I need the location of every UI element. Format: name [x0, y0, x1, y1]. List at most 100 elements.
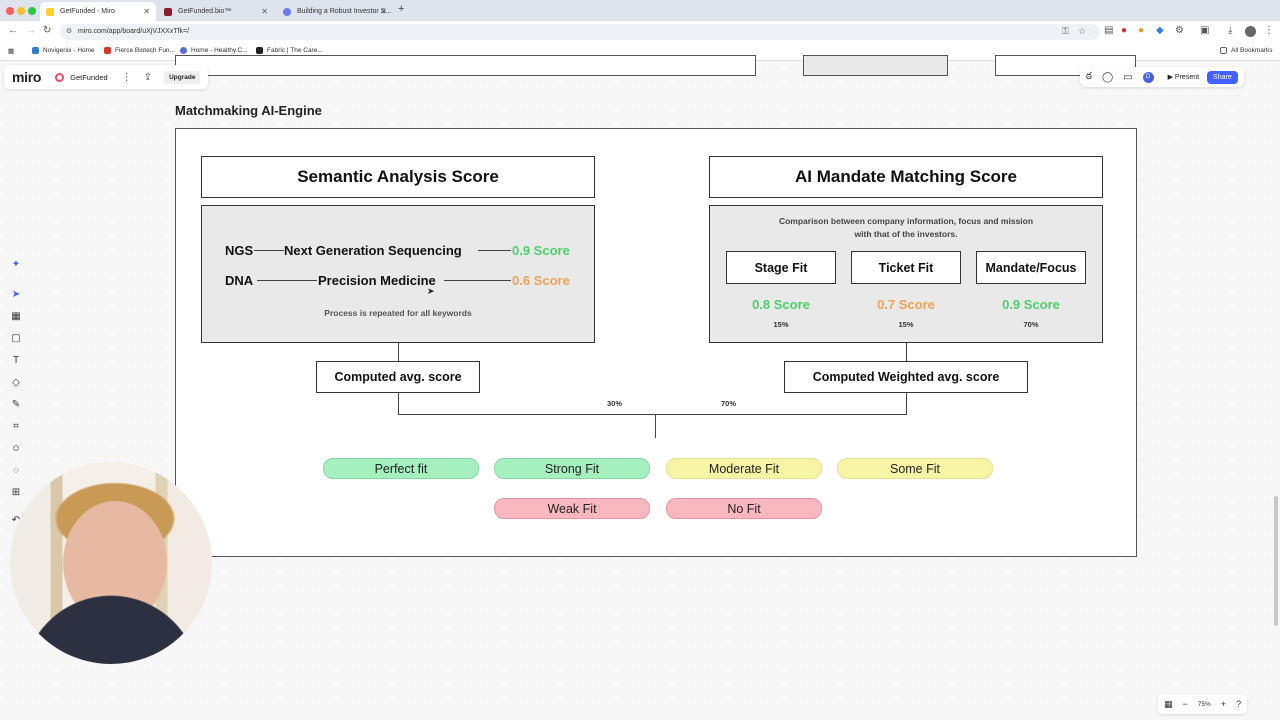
browser-tab-miro[interactable]: GetFunded - Miro ✕	[40, 2, 156, 21]
extension-blue-icon[interactable]: ◆	[1156, 25, 1164, 36]
moderate-fit-pill[interactable]: Moderate Fit	[666, 458, 822, 479]
computed-weighted-avg-box[interactable]: Computed Weighted avg. score	[784, 361, 1028, 393]
connector-line	[398, 414, 907, 415]
minimize-window-icon[interactable]	[17, 7, 25, 15]
pen-icon[interactable]: ✎	[11, 399, 21, 410]
browser-tab-getfunded[interactable]: GetFunded.bio™ ✕	[158, 2, 274, 21]
back-icon[interactable]: ←	[8, 25, 18, 36]
share-button[interactable]: Share	[1207, 70, 1238, 84]
zoom-out-icon[interactable]: −	[1182, 699, 1188, 709]
bookmark-fabric[interactable]: Fabric | The Care...	[256, 47, 323, 54]
all-bookmarks[interactable]: All Bookmarks	[1220, 47, 1273, 54]
extension-red-icon[interactable]: ●	[1121, 25, 1128, 36]
new-tab-icon[interactable]: +	[398, 3, 405, 15]
bookmark-healthy[interactable]: Home - Healthy.C...	[180, 47, 248, 54]
download-icon[interactable]: ⤓	[1228, 25, 1233, 36]
miro-top-bar: miro GetFunded ⋮ ⇪ Upgrade	[4, 65, 209, 89]
semantic-analysis-header[interactable]: Semantic Analysis Score	[201, 156, 595, 198]
partial-box[interactable]	[803, 55, 948, 76]
select-cursor-icon[interactable]: ➤	[11, 289, 21, 300]
weak-fit-pill[interactable]: Weak Fit	[494, 498, 650, 519]
connector-line	[906, 393, 907, 415]
miro-favicon-icon	[46, 7, 54, 16]
vertical-scrollbar[interactable]	[1274, 496, 1278, 626]
zoom-level[interactable]: 75%	[1197, 700, 1211, 708]
present-button[interactable]: ▶ Present	[1167, 74, 1200, 81]
close-tab-icon[interactable]: ✕	[380, 7, 387, 16]
profile-avatar-icon[interactable]	[1245, 26, 1256, 37]
tab-title: GetFunded - Miro	[60, 8, 115, 15]
semantic-detail-box[interactable]	[201, 205, 595, 343]
ticket-fit-box[interactable]: Ticket Fit	[851, 251, 961, 284]
export-icon[interactable]: ⇪	[143, 71, 153, 83]
help-icon[interactable]: ?	[1236, 699, 1242, 709]
fit-weight: 70%	[1023, 320, 1039, 329]
undo-icon[interactable]: ↶	[11, 515, 21, 526]
some-fit-pill[interactable]: Some Fit	[837, 458, 993, 479]
reactions-icon[interactable]: ఠ	[1086, 71, 1092, 82]
url-input[interactable]: ⚙ miro.com/app/board/uXjVJXXxTfk=/ ⚿ ☆	[60, 24, 1100, 40]
sticky-note-icon[interactable]: ▢	[11, 333, 21, 344]
bookmark-fierce-biotech[interactable]: Fierce Biotech Fun...	[104, 47, 175, 54]
templates-icon[interactable]: ▦	[11, 311, 21, 322]
perfect-fit-pill[interactable]: Perfect fit	[323, 458, 479, 479]
close-tab-icon[interactable]: ✕	[143, 7, 150, 16]
board-overview-icon[interactable]: ▦	[1164, 698, 1173, 709]
close-tab-icon[interactable]: ✕	[261, 7, 268, 16]
comments-icon[interactable]: ◯	[1101, 71, 1114, 83]
side-panel-icon[interactable]: ▣	[1200, 25, 1210, 36]
shapes-icon[interactable]: ◇	[12, 377, 20, 388]
close-window-icon[interactable]	[6, 7, 14, 15]
comment-icon[interactable]: ◌	[13, 465, 19, 476]
upgrade-button[interactable]: Upgrade	[164, 70, 201, 84]
fit-label: Mandate/Focus	[985, 260, 1077, 275]
bookmark-star-icon[interactable]: ☆	[1078, 26, 1087, 36]
stage-fit-box[interactable]: Stage Fit	[726, 251, 836, 284]
pill-label: Strong Fit	[544, 461, 600, 476]
user-avatar[interactable]: D	[1142, 71, 1154, 83]
apps-grid-icon[interactable]: ▦	[8, 48, 15, 55]
add-more-icon[interactable]: ⊞	[11, 487, 21, 498]
partial-frame[interactable]	[175, 55, 756, 76]
text-icon[interactable]: T	[12, 355, 20, 366]
strong-fit-pill[interactable]: Strong Fit	[494, 458, 650, 479]
computed-avg-score-box[interactable]: Computed avg. score	[316, 361, 480, 393]
mandate-focus-box[interactable]: Mandate/Focus	[976, 251, 1086, 284]
mouse-cursor-icon: ➤	[427, 286, 435, 296]
mandate-description-line1: Comparison between company information, …	[778, 216, 1034, 226]
no-fit-pill[interactable]: No Fit	[666, 498, 822, 519]
browser-tab-investor[interactable]: Building a Robust Investor S... ✕	[277, 2, 393, 21]
frame-title[interactable]: Matchmaking AI-Engine	[175, 103, 322, 118]
board-icon	[55, 72, 65, 82]
address-bar-row: ← → ↻ ⚙ miro.com/app/board/uXjVJXXxTfk=/…	[0, 21, 1280, 43]
avg-label: Computed avg. score	[334, 370, 462, 384]
more-options-icon[interactable]: ⋮	[121, 71, 132, 83]
tab-title: GetFunded.bio™	[178, 8, 232, 15]
maximize-window-icon[interactable]	[28, 7, 36, 15]
zoom-in-icon[interactable]: +	[1220, 699, 1227, 709]
frame-icon[interactable]: ⌗	[13, 421, 19, 432]
browser-menu-icon[interactable]: ⋮	[1264, 25, 1274, 36]
extensions-puzzle-icon[interactable]: ⚙	[1175, 25, 1184, 36]
connector-line	[254, 250, 284, 251]
bookmark-novigenix[interactable]: Novigenix - Home	[32, 47, 95, 54]
board-name[interactable]: GetFunded	[70, 72, 108, 82]
folder-icon	[1220, 47, 1227, 54]
webcam-video-overlay[interactable]	[10, 462, 212, 664]
healthy-icon	[180, 47, 187, 54]
fit-score: 0.8 Score	[752, 297, 810, 312]
video-call-icon[interactable]: ▭	[1123, 71, 1133, 83]
extension-orange-icon[interactable]: ●	[1138, 25, 1145, 36]
reload-icon[interactable]: ↻	[43, 25, 52, 36]
miro-logo[interactable]: miro	[12, 69, 42, 85]
mandate-matching-header[interactable]: AI Mandate Matching Score	[709, 156, 1103, 198]
password-key-icon[interactable]: ⚿	[1062, 26, 1069, 36]
site-info-icon[interactable]: ⚙	[66, 28, 73, 35]
extension-icon[interactable]: ▤	[1104, 25, 1114, 36]
present-label: Present	[1174, 74, 1200, 81]
miro-left-toolbar: ✦ ➤ ▦ ▢ T ◇ ✎ ⌗ ☺ ◌ ⊞ ↶	[6, 255, 26, 545]
emoji-icon[interactable]: ☺	[10, 443, 22, 454]
forward-icon[interactable]: →	[26, 25, 36, 36]
keyword-score: 0.6 Score	[512, 273, 570, 288]
ai-sparkle-icon[interactable]: ✦	[11, 259, 21, 270]
